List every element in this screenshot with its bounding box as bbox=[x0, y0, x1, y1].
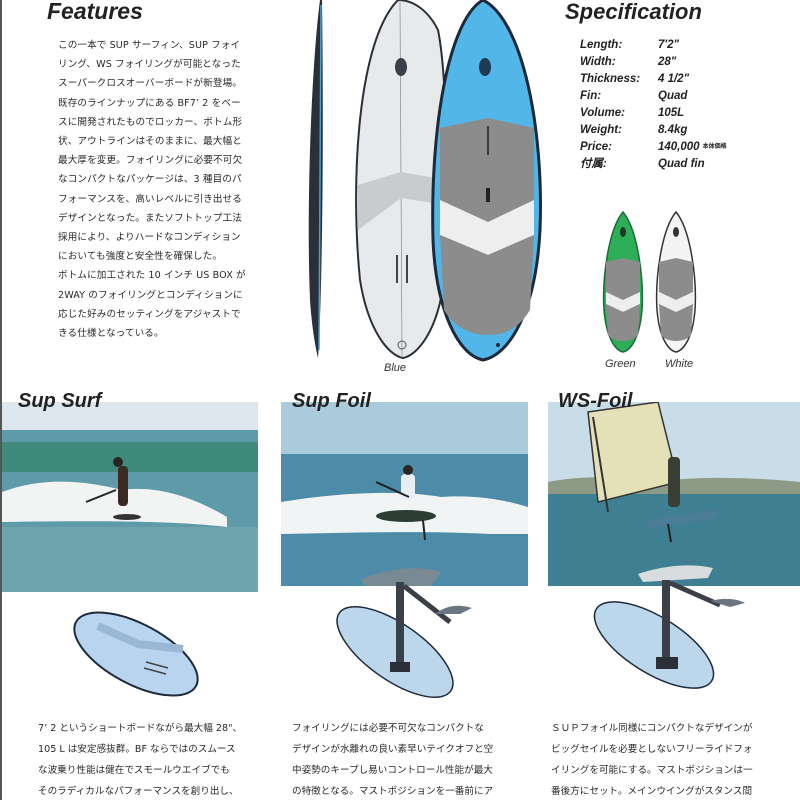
variant-caption-green: Green bbox=[605, 358, 636, 370]
features-line: 既存のラインナップにある BF7’ 2 をベー bbox=[58, 97, 241, 109]
page-left-border bbox=[0, 0, 2, 800]
spec-row-volume: Volume:105L bbox=[580, 107, 685, 119]
features-line: ボトムに加工された 10 インチ US BOX が bbox=[58, 270, 246, 282]
board-illustration-blue bbox=[298, 0, 548, 380]
features-line: フォーマンスを、高いレベルに引き出せる bbox=[58, 193, 242, 205]
section-title-ws-foil: WS-Foil bbox=[558, 390, 633, 412]
features-line: この一本で SUP サーフィン、SUP フォイ bbox=[58, 40, 241, 51]
spec-row-length: Length:7'2" bbox=[580, 39, 679, 51]
section-title-sup-foil: Sup Foil bbox=[292, 390, 371, 412]
board-color-variants bbox=[598, 210, 708, 355]
features-line: リング、WS フォイリングが可能となった bbox=[58, 59, 241, 71]
board-image-sup-foil bbox=[330, 582, 480, 707]
features-line: 2WAY のフォイリングとコンディションに bbox=[58, 289, 243, 301]
features-line: デザインとなった。またソフトトップ工法 bbox=[58, 212, 242, 224]
section-title-sup-surf: Sup Surf bbox=[18, 390, 102, 412]
section-text-sup-surf: 7’ 2 というショートボードながら最大幅 28"、 105 L は安定感抜群。… bbox=[38, 723, 243, 797]
features-body: この一本で SUP サーフィン、SUP フォイ リング、WS フォイリングが可能… bbox=[58, 36, 298, 343]
board-image-ws-foil bbox=[590, 575, 750, 705]
spec-row-fin: Fin:Quad bbox=[580, 90, 688, 102]
features-line: 状、アウトラインはそのままに、最大幅と bbox=[58, 136, 242, 148]
section-text-ws-foil: ＳＵＰフォイル同様にコンパクトなデザインが ビッグセイルを必要としないフリーライ… bbox=[551, 723, 753, 797]
photo-sup-surf bbox=[2, 402, 258, 592]
photo-sup-foil bbox=[281, 402, 528, 586]
section-text-sup-foil: フォイリングには必要不可欠なコンパクトな デザインが水離れの良い素早いテイクオフ… bbox=[292, 723, 494, 797]
board-caption-blue: Blue bbox=[384, 362, 407, 374]
variant-caption-white: White bbox=[665, 358, 694, 370]
features-line: スに開発されたものでロッカー、ボトム形 bbox=[58, 116, 243, 128]
features-line: においても強度と安全性を確保した。 bbox=[58, 251, 223, 263]
specification-table: Length:7'2" Width:28" Thickness:4 1/2" F… bbox=[580, 37, 727, 173]
spec-row-thickness: Thickness:4 1/2" bbox=[580, 73, 690, 85]
features-line: きる仕様となっている。 bbox=[58, 328, 164, 340]
spec-row-weight: Weight:8.4kg bbox=[580, 124, 688, 136]
features-line: 採用により、よりハードなコンディション bbox=[58, 232, 241, 244]
specification-heading: Specification bbox=[565, 0, 702, 24]
spec-row-accessories: 付属:Quad fin bbox=[580, 158, 705, 170]
features-heading: Features bbox=[47, 0, 143, 24]
photo-ws-foil bbox=[548, 402, 800, 586]
features-line: スーパークロスオーバーボードが新登場。 bbox=[58, 78, 242, 90]
features-line: 応じた好みのセッティングをアジャストで bbox=[58, 308, 241, 320]
price-note: 本体価格 bbox=[702, 144, 727, 150]
spec-row-width: Width:28" bbox=[580, 56, 677, 68]
features-line: 最大厚を変更。フォイリングに必要不可欠 bbox=[58, 155, 243, 167]
board-image-sup-surf bbox=[68, 604, 208, 704]
features-line: なコンパクトなパッケージは、3 種目のパ bbox=[58, 174, 242, 186]
